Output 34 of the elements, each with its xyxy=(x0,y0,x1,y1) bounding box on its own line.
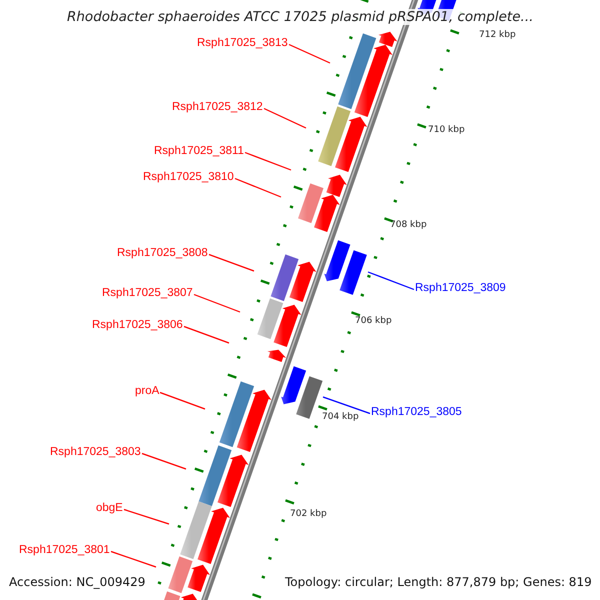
info-text: Topology: circular; Length: 877,879 bp; Genes: 819 xyxy=(285,574,592,590)
gene-label: Rsph17025_3801 xyxy=(19,544,110,557)
scale-label: 708 kbp xyxy=(390,220,427,230)
gene-label: Rsph17025_3806 xyxy=(92,319,183,332)
leader-line xyxy=(264,108,306,129)
leader-line xyxy=(234,178,282,198)
leader-line xyxy=(208,254,254,272)
gene-label: obgE xyxy=(96,502,123,515)
leader-line xyxy=(142,452,186,470)
gene-label: Rsph17025_3810 xyxy=(143,171,234,184)
scale-label: 706 kbp xyxy=(355,316,392,326)
leader-line xyxy=(368,271,414,290)
info-text: Accession: NC_009429 xyxy=(9,574,146,590)
gene-label: Rsph17025_3811 xyxy=(154,145,244,158)
leader-line xyxy=(322,396,370,414)
scale-label: 712 kbp xyxy=(479,30,516,40)
leader-line xyxy=(124,508,170,525)
leader-line xyxy=(288,44,330,64)
gene-label: Rsph17025_3807 xyxy=(102,287,193,300)
scale-label: 704 kbp xyxy=(322,412,359,422)
gene-label: Rsph17025_3809 xyxy=(415,282,506,295)
gene-label: Rsph17025_3813 xyxy=(197,37,288,50)
gene-label: Rsph17025_3803 xyxy=(50,446,141,459)
gene-label: proA xyxy=(135,385,160,398)
scale-label: 710 kbp xyxy=(428,124,465,136)
leader-line xyxy=(244,152,292,171)
gene-label: Rsph17025_3808 xyxy=(117,247,208,260)
leader-line xyxy=(110,550,156,568)
gene-label: Rsph17025_3812 xyxy=(172,101,263,114)
leader-line xyxy=(184,326,230,344)
leader-line xyxy=(160,392,206,410)
scale-label: 702 kbp xyxy=(290,508,327,520)
gene-label: Rsph17025_3805 xyxy=(371,406,462,419)
leader-line xyxy=(194,294,240,313)
